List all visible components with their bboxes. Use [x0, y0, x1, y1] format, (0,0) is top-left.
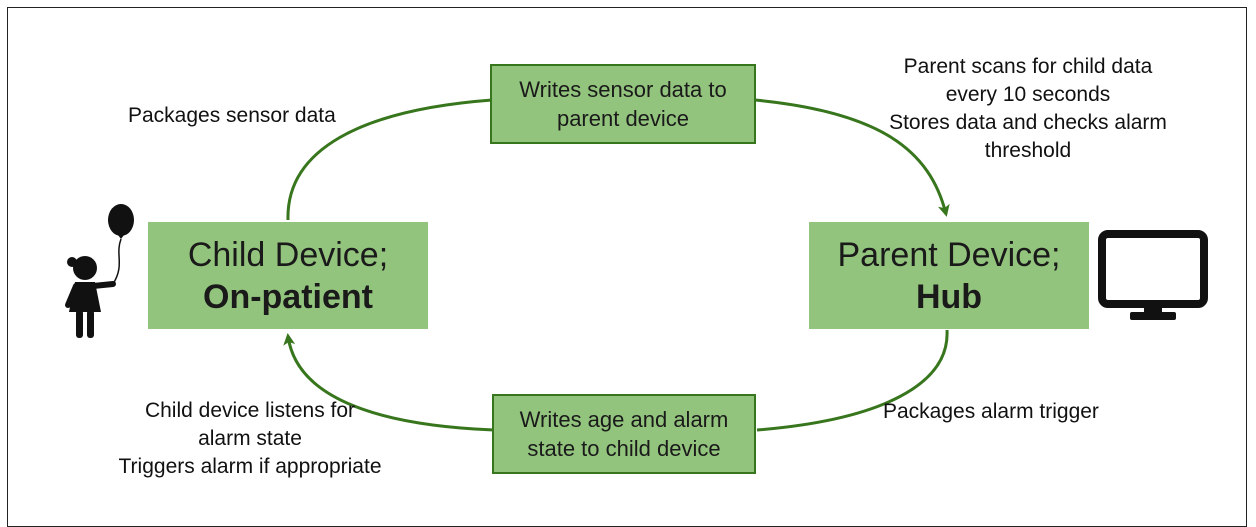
note-packages-alarm-trigger: Packages alarm trigger — [883, 400, 1099, 423]
note-parent-scans-line1: Parent scans for child data — [903, 55, 1153, 78]
write-alarm-state-box: Writes age and alarm state to child devi… — [492, 394, 756, 474]
parent-device-title: Parent Device; — [837, 235, 1061, 274]
note-child-listens: Child device listens for alarm state Tri… — [95, 397, 405, 481]
write-sensor-data-line2: parent device — [556, 106, 690, 131]
write-sensor-data-line1: Writes sensor data to — [519, 77, 727, 102]
arrow-parent-to-bottom-box — [756, 329, 949, 432]
note-child-listens-line1: Child device listens for — [144, 399, 356, 422]
child-device-subtitle: On-patient — [203, 277, 373, 316]
note-parent-scans-line3: Stores data and checks alarm — [889, 111, 1167, 134]
write-alarm-state-line2: state to child device — [527, 436, 721, 461]
flow-arrows — [283, 98, 950, 432]
parent-device-subtitle: Hub — [915, 277, 983, 316]
write-sensor-data-box: Writes sensor data to parent device — [490, 64, 756, 144]
arrow-bottom-box-to-child — [283, 333, 495, 432]
monitor-icon — [1098, 230, 1208, 320]
note-packages-sensor-data: Packages sensor data — [128, 104, 336, 127]
arrow-top-box-to-parent — [754, 98, 950, 217]
child-with-balloon-icon — [65, 204, 134, 338]
write-alarm-state-line1: Writes age and alarm — [519, 407, 729, 432]
note-child-listens-line2: alarm state — [198, 427, 302, 450]
child-device-box: Child Device; On-patient — [148, 222, 428, 329]
child-device-title: Child Device; — [187, 235, 389, 274]
note-parent-scans-line4: threshold — [984, 139, 1072, 162]
parent-device-box: Parent Device; Hub — [809, 222, 1089, 329]
note-child-listens-line3: Triggers alarm if appropriate — [118, 455, 382, 478]
arrow-child-to-top-box — [286, 98, 493, 221]
note-parent-scans: Parent scans for child data every 10 sec… — [860, 53, 1196, 165]
note-parent-scans-line2: every 10 seconds — [945, 83, 1111, 106]
